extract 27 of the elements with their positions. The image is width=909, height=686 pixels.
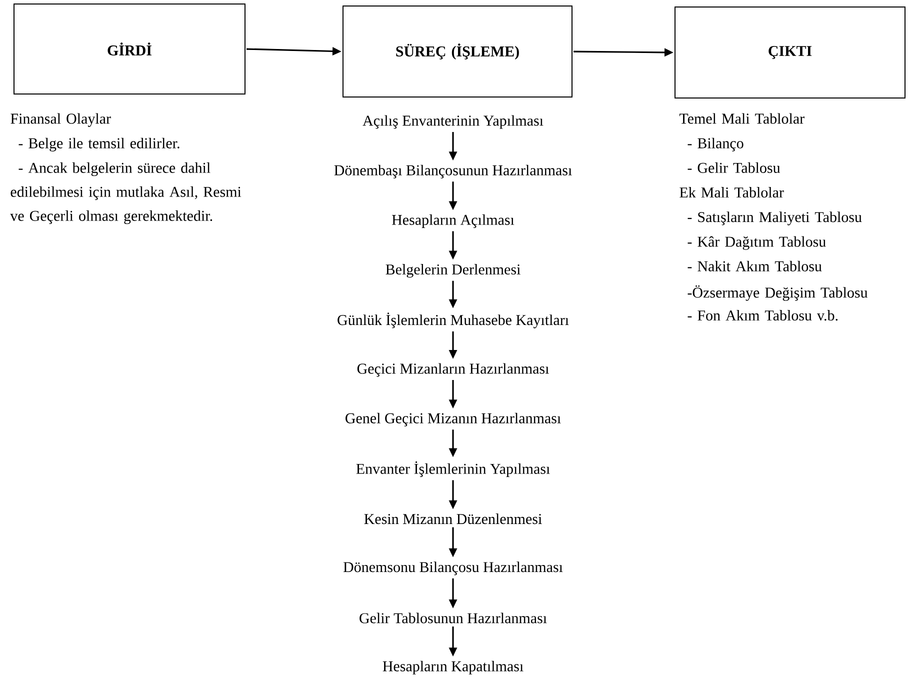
note-text: - Gelir Tablosu: [688, 162, 780, 173]
note-text: Ek Mali Tablolar: [680, 187, 784, 198]
step-text: Kesin Mizanın Düzenlenmesi: [364, 514, 542, 524]
note-text: - Nakit Akım Tablosu: [688, 260, 822, 272]
note-text: - Belge ile temsil edilirler.: [18, 138, 180, 152]
step-text: Dönembaşı Bilançosunun Hazırlanması: [334, 164, 572, 178]
note-text: - Fon Akım Tablosu v.b.: [688, 310, 838, 321]
step-text: Belgelerin Derlenmesi: [386, 264, 520, 278]
note-text: - Bilanço: [688, 138, 744, 152]
process-box: SÜREÇ (İŞLEME): [342, 6, 572, 98]
note-text: - Ancak belgelerin sürece dahil edilebilmesi için mutlaka Asıl, Resmi ve Geçerli olması gerekmektedir.: [10, 162, 242, 224]
step-text: Dönemsonu Bilançosu Hazırlanması: [343, 562, 563, 576]
note-text: - Satışların Maliyeti Tablosu: [688, 212, 862, 226]
process-box: ÇIKTI: [674, 6, 906, 98]
process-box: GİRDİ: [14, 4, 246, 94]
note-text: Temel Mali Tablolar: [679, 113, 804, 124]
step-text: Hesapların Kapatılması: [382, 660, 524, 674]
note-text: -Özsermaye Değişim Tablosu: [688, 285, 868, 301]
step-text: Açılış Envanterinin Yapılması: [362, 115, 544, 129]
step-text: Genel Geçici Mizanın Hazırlanması: [346, 412, 561, 426]
step-text: Günlük İşlemlerin Muhasebe Kayıtları: [338, 312, 569, 328]
note-text: - Kâr Dağıtım Tablosu: [688, 236, 826, 250]
step-text: Gelir Tablosunun Hazırlanması: [360, 612, 547, 624]
step-text: Envanter İşlemlerinin Yapılması: [356, 461, 550, 477]
step-text: Geçici Mizanların Hazırlanması: [357, 363, 549, 377]
step-text: Hesapların Açılması: [392, 214, 514, 228]
note-text: Finansal Olaylar: [10, 113, 111, 127]
